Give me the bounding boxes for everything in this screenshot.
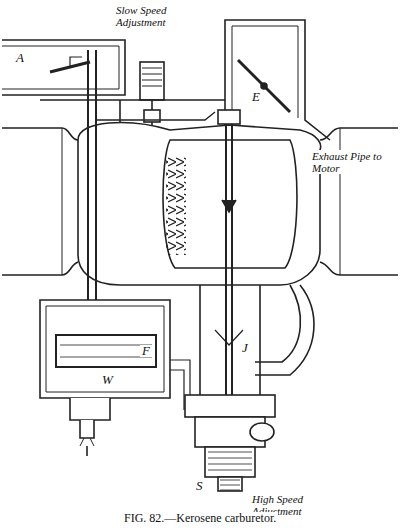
part-letter: F xyxy=(140,345,152,357)
part-label: Slow Speed Adjustment xyxy=(114,4,196,28)
part-letter: E xyxy=(250,91,262,103)
part-letter: A xyxy=(14,52,26,64)
part-label: Exhaust Pipe to Motor xyxy=(310,150,396,174)
part-letter: W xyxy=(100,374,115,386)
part-letter: J xyxy=(240,342,250,354)
figure-caption: FIG. 82.—Kerosene carburetor. xyxy=(122,512,278,524)
part-letter: S xyxy=(194,480,205,492)
